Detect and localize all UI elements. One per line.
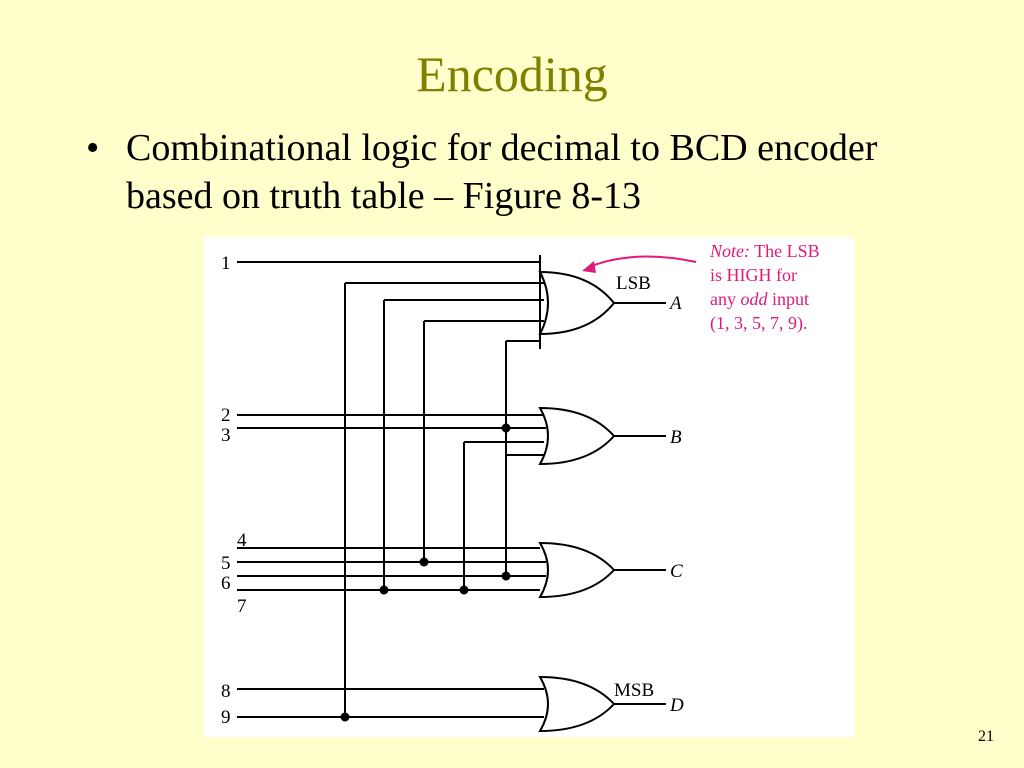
output-label-d: D <box>669 695 684 716</box>
or-gate-a <box>538 270 616 336</box>
junction-dot <box>379 585 389 595</box>
bullet-text: Combinational logic for decimal to BCD e… <box>126 127 878 217</box>
output-tag-lsb: LSB <box>616 273 651 294</box>
note-arrow <box>588 255 697 268</box>
slide-number: 21 <box>978 728 994 745</box>
input-label-7: 7 <box>237 596 247 617</box>
junction-dot <box>340 712 350 722</box>
junction-dot <box>501 571 511 581</box>
output-tag-msb: MSB <box>614 680 654 701</box>
note-line-3: any odd input <box>710 289 809 309</box>
note-arrowhead <box>582 261 596 273</box>
output-label-a: A <box>668 293 682 314</box>
encoder-logic-diagram: 1 2 3 4 5 6 7 8 9 <box>204 237 854 737</box>
output-label-b: B <box>670 427 682 448</box>
note-line-4: (1, 3, 5, 7, 9). <box>710 313 808 334</box>
junction-dot <box>419 557 429 567</box>
or-gate-c <box>538 541 616 599</box>
slide-title: Encoding <box>416 46 608 102</box>
or-gate-d <box>538 675 616 733</box>
junction-dot <box>501 423 511 433</box>
input-label-2: 2 <box>221 405 231 426</box>
input-label-6: 6 <box>221 573 231 594</box>
note-line-2: is HIGH for <box>710 265 797 285</box>
note-line-1: Note: The LSB <box>709 241 820 261</box>
input-label-4: 4 <box>237 530 247 551</box>
output-label-c: C <box>670 561 683 582</box>
encoder-circuit-svg: 1 2 3 4 5 6 7 8 9 <box>221 241 820 733</box>
bullet-item: • Combinational logic for decimal to BCD… <box>86 124 946 220</box>
input-label-1: 1 <box>221 253 231 274</box>
junction-dot <box>459 585 469 595</box>
bullet-marker: • <box>86 127 100 169</box>
input-label-9: 9 <box>221 707 231 728</box>
or-gate-b <box>538 406 616 466</box>
input-label-8: 8 <box>221 681 231 702</box>
input-label-3: 3 <box>221 425 231 446</box>
input-label-5: 5 <box>221 553 231 574</box>
